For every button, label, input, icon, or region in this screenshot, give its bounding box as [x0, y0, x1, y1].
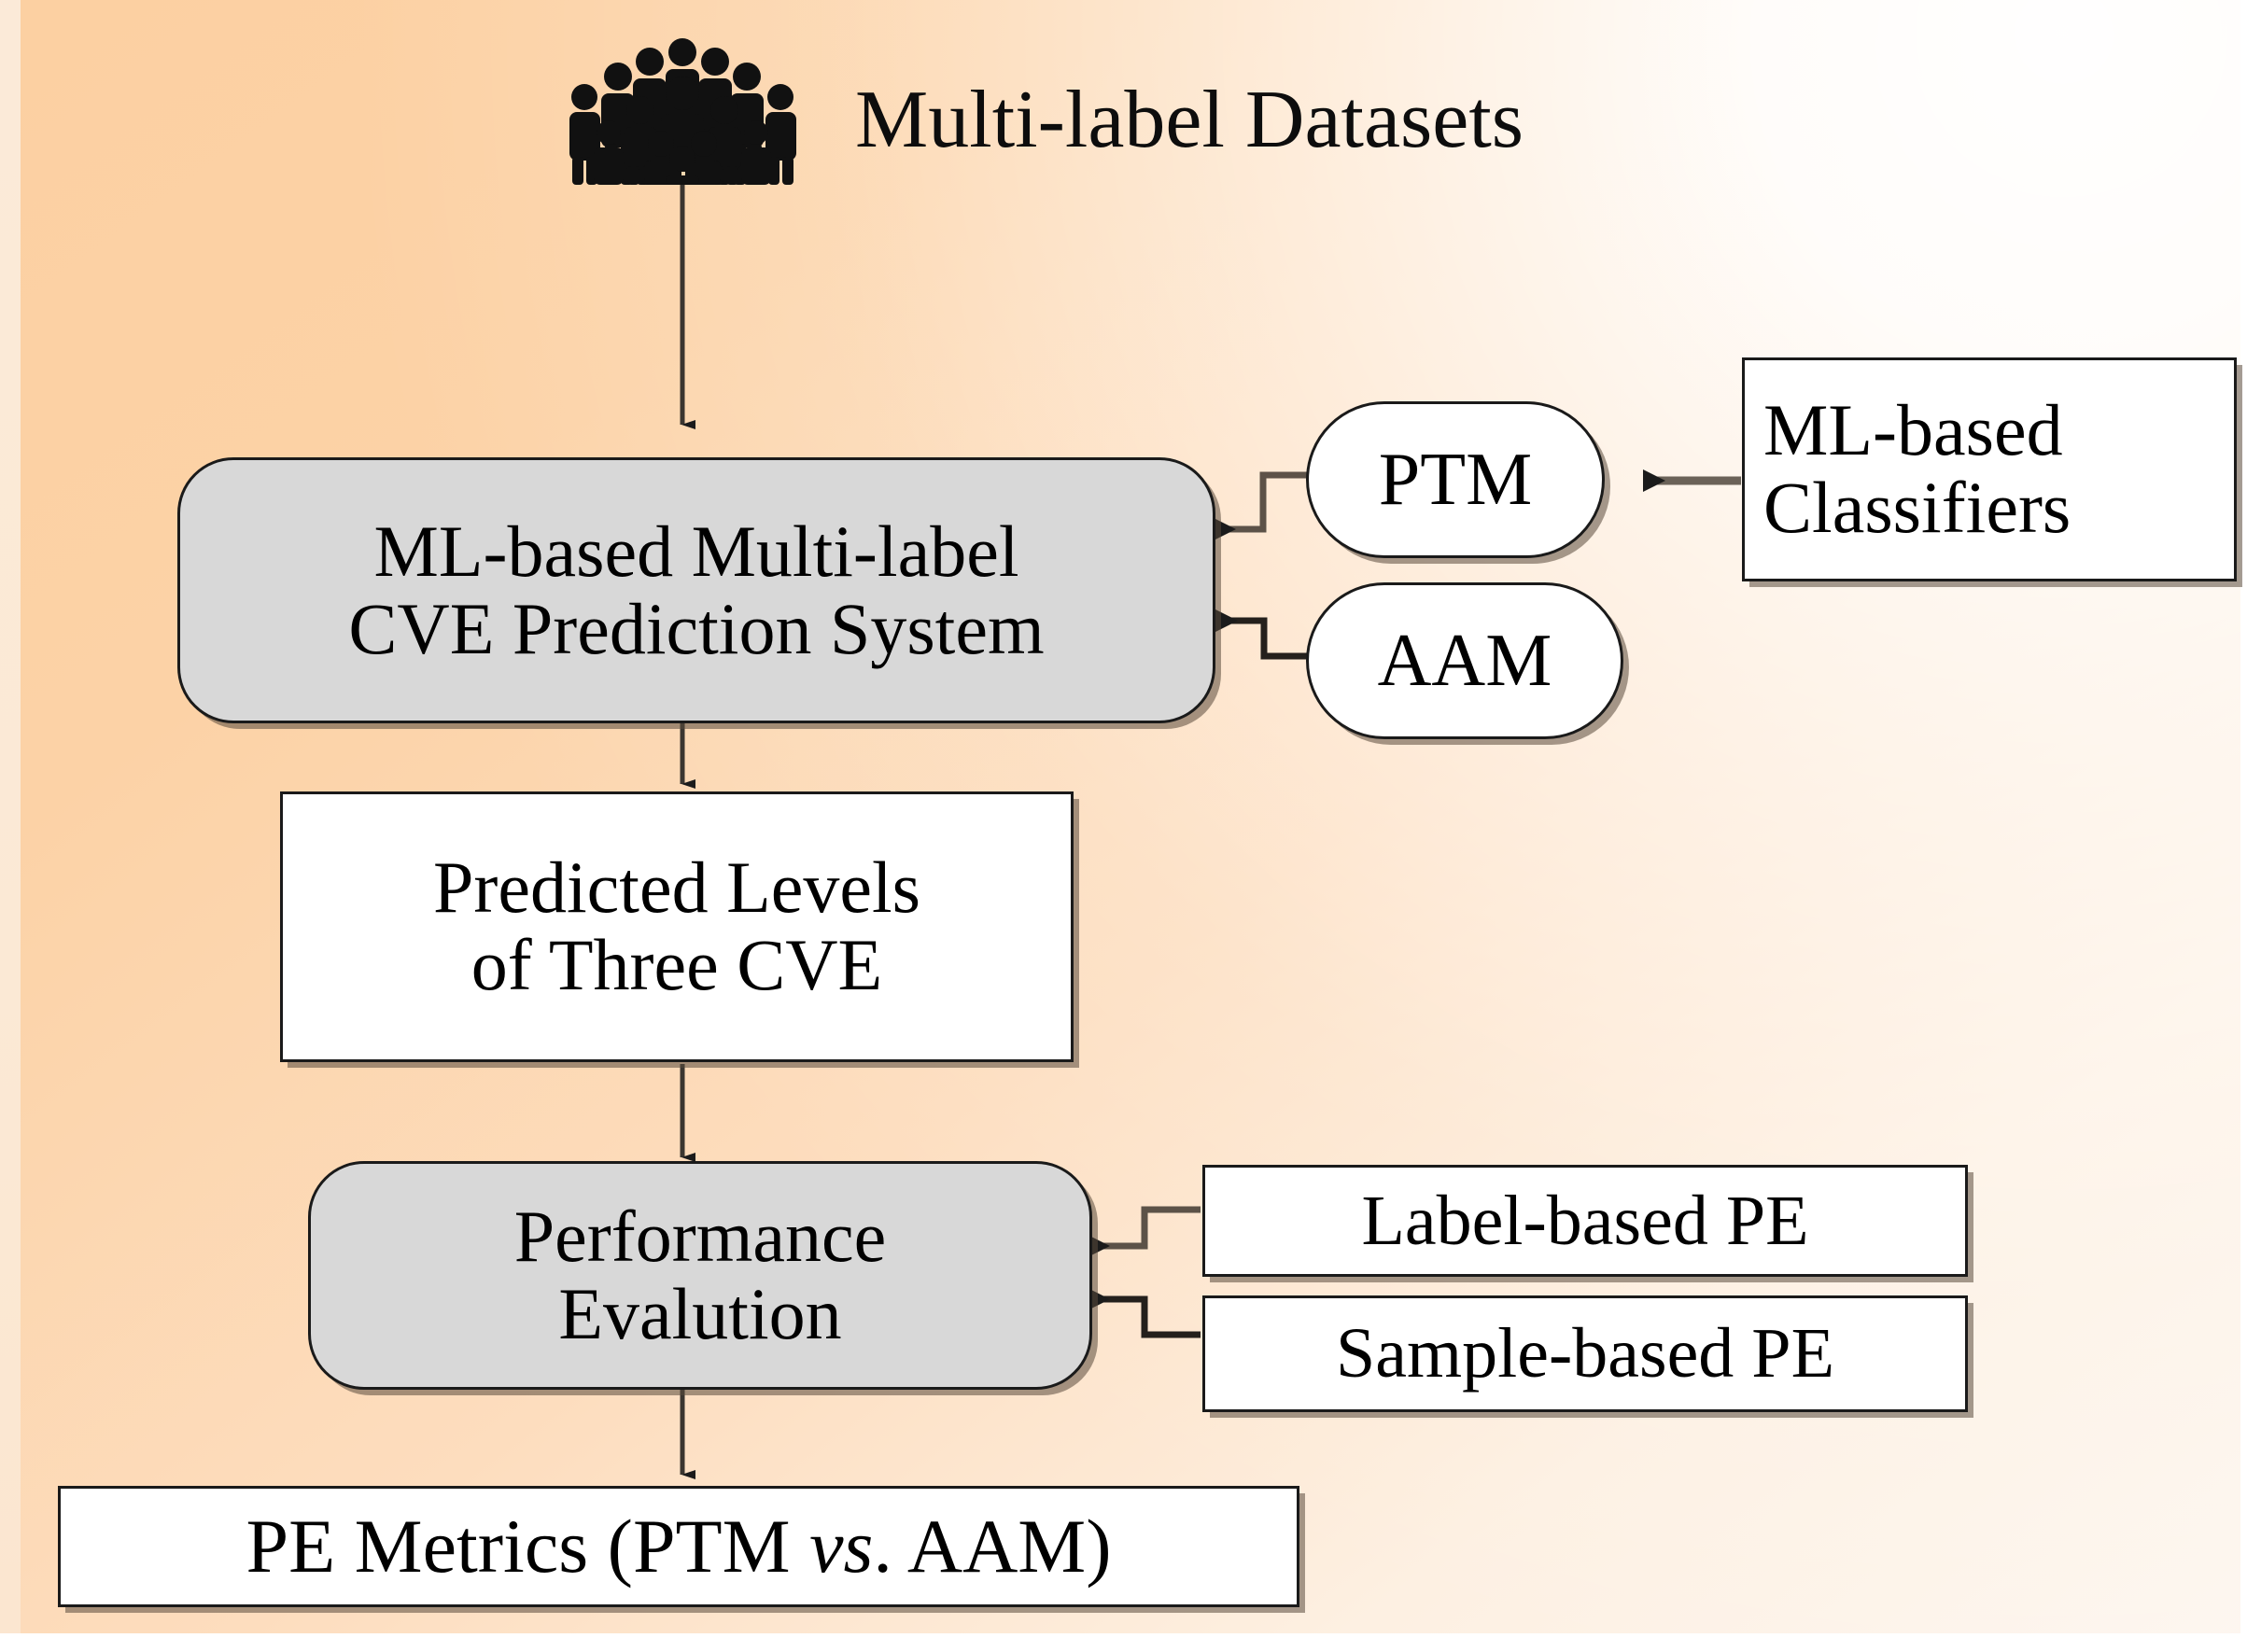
node-line-1: ML-based: [1763, 389, 2063, 471]
node-aam[interactable]: AAM: [1306, 582, 1623, 739]
node-line-2: Classifiers: [1763, 467, 2071, 548]
pe-metrics-italic-vs: vs: [809, 1503, 874, 1589]
node-line-1: Predicted Levels: [433, 847, 920, 929]
node-ml-based-classifiers[interactable]: ML-based Classifiers: [1742, 357, 2237, 581]
background-left-strip: [0, 0, 22, 1633]
node-ptm-label: PTM: [1378, 438, 1533, 521]
node-pe-metrics[interactable]: PE Metrics (PTM vs. AAM): [58, 1486, 1299, 1607]
node-line-1: Performance: [513, 1195, 887, 1277]
node-ml-based-multi-label-cve-prediction-system[interactable]: ML-based Multi-label CVE Prediction Syst…: [177, 457, 1215, 723]
node-line-2: CVE Prediction System: [348, 587, 1045, 669]
node-line-2: of Three CVE: [470, 924, 883, 1005]
node-pe-metrics-label: PE Metrics (PTM vs. AAM): [246, 1503, 1112, 1589]
node-label-based-pe[interactable]: Label-based PE: [1202, 1165, 1968, 1277]
pe-metrics-suffix: . AAM): [873, 1503, 1112, 1589]
node-line-1: ML-based Multi-label: [373, 510, 1019, 592]
node-ptm[interactable]: PTM: [1306, 401, 1605, 558]
node-aam-label: AAM: [1377, 619, 1552, 702]
page-title: Multi-label Datasets: [855, 75, 1524, 165]
node-label: Sample-based PE: [1335, 1314, 1834, 1393]
node-line-2: Evalution: [558, 1272, 842, 1354]
node-predicted-levels-of-three-cve[interactable]: Predicted Levels of Three CVE: [280, 791, 1074, 1062]
pe-metrics-prefix: PE Metrics (PTM: [246, 1503, 810, 1589]
node-performance-evaluation[interactable]: Performance Evalution: [308, 1161, 1092, 1390]
node-label: Label-based PE: [1361, 1181, 1809, 1260]
node-sample-based-pe[interactable]: Sample-based PE: [1202, 1295, 1968, 1412]
crowd-of-people-icon: [547, 35, 818, 185]
